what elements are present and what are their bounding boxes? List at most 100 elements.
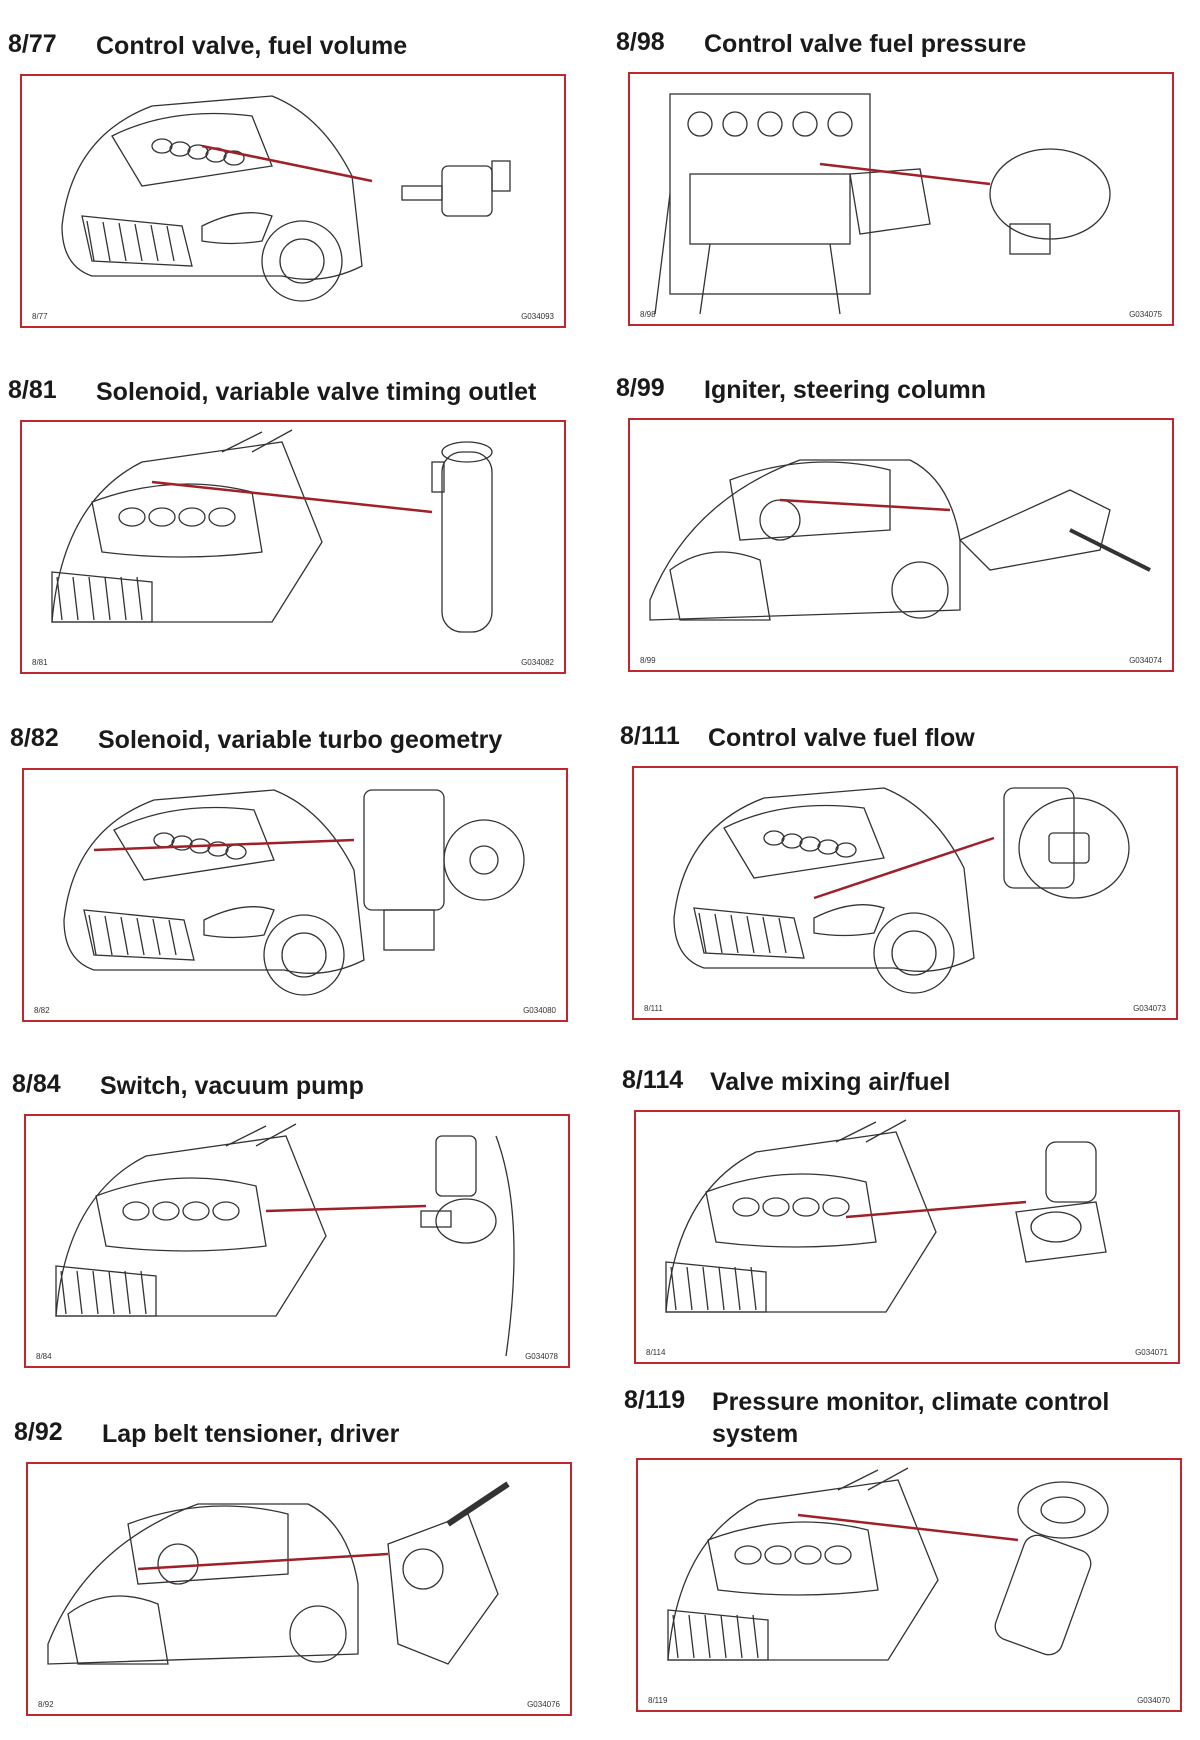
leader-line <box>845 1200 1027 1219</box>
engine-part <box>153 832 175 848</box>
grille <box>81 215 193 267</box>
entry-code: 8/82 <box>10 724 59 752</box>
grille-bar <box>134 223 143 262</box>
entry-title: Pressure monitor, climate control system <box>712 1388 1110 1448</box>
engine-cylinder <box>687 111 713 137</box>
grille <box>55 1265 157 1317</box>
grille-bar <box>166 225 175 262</box>
grille-bar <box>778 917 787 954</box>
figure-id: G034078 <box>525 1352 558 1361</box>
tensioner-belt <box>446 1481 510 1527</box>
illustration-frame: 8/82 G034080 <box>22 768 568 1022</box>
illustration-frame: 8/81 G034082 <box>20 420 566 674</box>
engine-cover <box>705 1173 877 1248</box>
wheel <box>261 220 343 302</box>
figure-ref: 8/99 <box>640 656 656 665</box>
valve-body <box>441 165 493 217</box>
leader-line <box>93 838 355 852</box>
grille-bar <box>718 1266 725 1311</box>
grille-bar <box>686 1266 693 1311</box>
wheel-hub <box>891 930 937 976</box>
engine-cylinder <box>757 111 783 137</box>
grille-bar <box>120 916 129 956</box>
engine-part <box>762 1197 790 1217</box>
figure-id: G034080 <box>523 1006 556 1015</box>
entry-title: Control valve fuel flow <box>708 724 975 752</box>
headlight <box>203 906 275 939</box>
grille <box>693 907 805 959</box>
engine-part <box>212 1201 240 1221</box>
seat <box>669 551 771 621</box>
engine-part <box>178 507 206 527</box>
engine-part <box>152 1201 180 1221</box>
engine-block <box>669 93 871 295</box>
entry-code: 8/111 <box>620 722 680 750</box>
entry-header: 8/114 Valve mixing air/fuel <box>622 1058 1192 1118</box>
steering-column-body <box>958 489 1111 571</box>
engine-part <box>794 1545 822 1565</box>
entry-title: Valve mixing air/fuel <box>710 1068 951 1096</box>
engine-part <box>835 842 857 858</box>
car-body <box>63 789 365 974</box>
solenoid-connector <box>431 461 445 493</box>
figure-ref: 8/92 <box>38 1700 54 1709</box>
engine-cover <box>723 804 885 879</box>
mix-valve-port <box>1030 1211 1082 1243</box>
valve-connector <box>491 160 511 192</box>
engine-part <box>182 1201 210 1221</box>
headlight <box>201 212 273 245</box>
engine-cover <box>95 1177 267 1252</box>
entry-8-98: 8/98 Control valve fuel pressure 8/98 G0… <box>616 20 1186 350</box>
grille-bar <box>720 1614 727 1659</box>
car-engine-illustration <box>63 789 525 996</box>
headlight <box>813 904 885 937</box>
figure-id: G034070 <box>1137 1696 1170 1705</box>
entry-title: Control valve fuel pressure <box>704 30 1027 58</box>
windshield <box>127 1505 289 1585</box>
engine-bay <box>665 1131 937 1313</box>
engine-cover <box>91 483 263 558</box>
illustration-frame: 8/114 G034071 <box>634 1110 1180 1364</box>
wheel <box>289 1605 347 1663</box>
illustration-frame: 8/98 G034075 <box>628 72 1174 326</box>
grille-bar <box>92 1270 99 1315</box>
entry-code: 8/84 <box>12 1070 61 1098</box>
figure-id: G034075 <box>1129 310 1162 319</box>
windshield <box>729 461 891 541</box>
engine-part <box>169 141 191 157</box>
grille-bar <box>704 1614 711 1659</box>
solenoid-top <box>441 441 493 463</box>
hood-strut <box>837 1467 909 1491</box>
seat <box>67 1595 169 1665</box>
mix-valve-connector <box>1045 1141 1097 1203</box>
wheel <box>891 561 949 619</box>
illustration-frame: 8/77 G034093 <box>20 74 566 328</box>
figure-ref: 8/77 <box>32 312 48 321</box>
figure-id: G034076 <box>527 1700 560 1709</box>
engine-part <box>817 839 839 855</box>
engine-cylinder <box>827 111 853 137</box>
grille-bar <box>88 576 95 621</box>
engine-bay-illustration <box>51 429 493 633</box>
figure-ref: 8/84 <box>36 1352 52 1361</box>
grille-bar <box>714 913 723 954</box>
mix-valve-body <box>1015 1201 1107 1263</box>
grille <box>665 1261 767 1313</box>
car-interior-illustration <box>649 459 1151 621</box>
car-interior-illustration <box>47 1481 510 1665</box>
entry-title: Igniter, steering column <box>704 376 986 404</box>
engine-part <box>781 833 803 849</box>
solenoid-body <box>441 451 493 633</box>
engine-part <box>799 836 821 852</box>
entry-code: 8/77 <box>8 30 57 58</box>
steering-shaft <box>1069 528 1151 572</box>
engine-cylinder <box>792 111 818 137</box>
engine-module <box>849 168 931 235</box>
engine-cover <box>113 806 275 881</box>
engine-part <box>208 507 236 527</box>
car-body <box>61 95 363 280</box>
leader-line <box>819 162 991 186</box>
illustration-frame: 8/99 G034074 <box>628 418 1174 672</box>
hood-strut <box>835 1119 907 1143</box>
leader-line <box>779 498 951 512</box>
